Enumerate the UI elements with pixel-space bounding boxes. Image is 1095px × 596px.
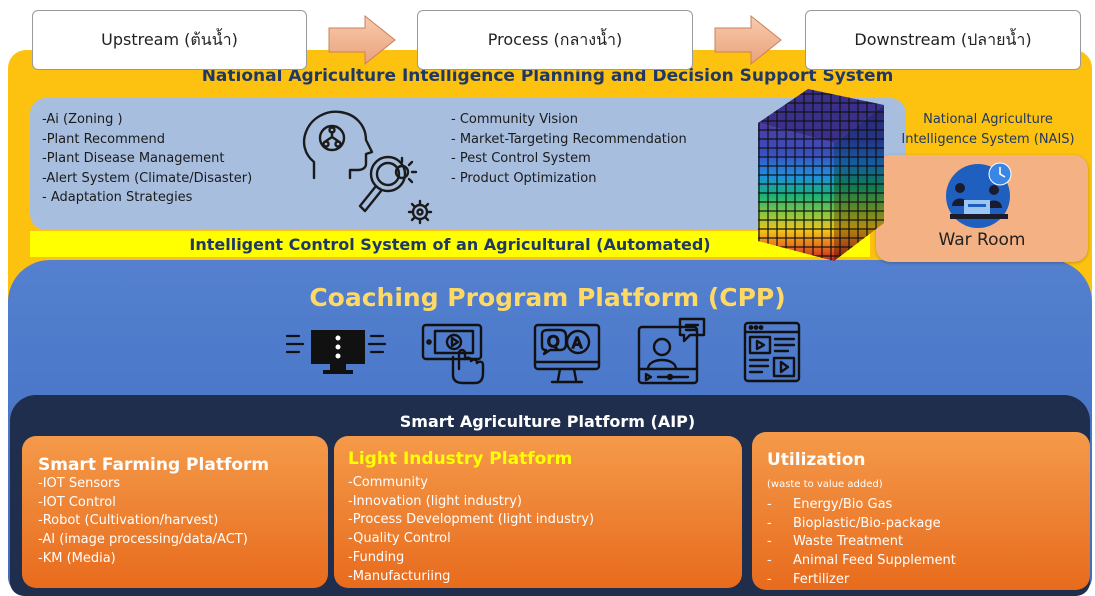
monitor-icon — [285, 330, 387, 374]
list-item: -Process Development (light industry) — [348, 512, 595, 528]
list-item: -Manufacturiing — [348, 568, 451, 584]
list-item: -IOT Control — [38, 494, 116, 510]
list-item: -Alert System (Climate/Disaster) — [42, 170, 253, 186]
list-item: -Funding — [348, 549, 405, 565]
war-room-icon — [946, 162, 1012, 228]
list-item: Energy/Bio Gas — [767, 496, 956, 515]
smart-farming-box — [22, 436, 328, 588]
qa-monitor-icon: Q A — [533, 323, 601, 384]
light-industry-title: Light Industry Platform — [348, 449, 573, 469]
list-item: -Plant Disease Management — [42, 151, 225, 166]
napds-title: National Agriculture Intelligence Planni… — [201, 66, 894, 86]
list-item: -Plant Recommend — [42, 131, 165, 147]
list-item: -IOT Sensors — [38, 476, 121, 491]
video-lecture-icon — [637, 317, 706, 385]
list-item: - Market-Targeting Recommendation — [451, 131, 687, 147]
process-box: Process (กลางน้ำ) — [417, 10, 693, 70]
upstream-label: Upstream (ต้นน้ำ) — [101, 29, 238, 49]
svg-text:A: A — [572, 334, 583, 352]
ics-title: Intelligent Control System of an Agricul… — [189, 234, 711, 254]
process-label: Process (กลางน้ำ) — [487, 29, 623, 49]
smart-farming-list: -IOT Sensors -IOT Control -Robot (Cultiv… — [38, 475, 248, 569]
list-item: -Robot (Cultivation/harvest) — [38, 513, 219, 529]
list-item: -Ai (Zoning ) — [42, 112, 123, 127]
nais-line-2: Intelligence System (NAIS) — [901, 132, 1075, 147]
list-item: - Product Optimization — [451, 170, 597, 186]
list-item: -Community — [348, 475, 428, 490]
aip-title: Smart Agriculture Platform (AIP) — [399, 412, 696, 431]
downstream-box: Downstream (ปลายน้ำ) — [805, 10, 1081, 70]
list-item: Animal Feed Supplement — [767, 552, 956, 571]
tablet-video-icon — [421, 323, 485, 385]
list-item: -KM (Media) — [38, 550, 116, 566]
left-feature-list: -Ai (Zoning ) -Plant Recommend -Plant Di… — [42, 110, 252, 208]
svg-text:Q: Q — [547, 332, 560, 351]
flow-arrow-1 — [328, 14, 396, 66]
utilization-title: Utilization — [767, 450, 866, 470]
smart-farming-title: Smart Farming Platform — [38, 455, 270, 475]
utilization-list: Energy/Bio Gas Bioplastic/Bio-package Wa… — [767, 496, 956, 590]
list-item: Bioplastic/Bio-package — [767, 515, 956, 534]
ics-bar: Intelligent Control System of an Agricul… — [30, 231, 870, 257]
media-browser-icon — [743, 321, 801, 383]
magnifier-gear-icon — [358, 155, 433, 225]
flow-arrow-2 — [714, 14, 782, 66]
light-industry-list: -Community -Innovation (light industry) … — [348, 474, 594, 586]
list-item: -Innovation (light industry) — [348, 493, 522, 509]
nais-label: National Agriculture Intelligence System… — [888, 110, 1088, 150]
nais-line-1: National Agriculture — [923, 112, 1053, 127]
list-item: Fertilizer — [767, 571, 956, 590]
light-industry-box — [334, 436, 742, 588]
upstream-box: Upstream (ต้นน้ำ) — [32, 10, 307, 70]
cpp-title: Coaching Program Platform (CPP) — [309, 283, 786, 312]
right-feature-list: - Community Vision - Market-Targeting Re… — [451, 110, 687, 188]
list-item: -Quality Control — [348, 531, 451, 547]
list-item: Waste Treatment — [767, 533, 956, 552]
war-room-label: War Room — [938, 230, 1026, 250]
list-item: -AI (image processing/data/ACT) — [38, 532, 248, 548]
list-item: - Pest Control System — [451, 151, 591, 166]
utilization-subtitle: (waste to value added) — [767, 479, 883, 490]
list-item: - Adaptation Strategies — [42, 190, 193, 205]
downstream-label: Downstream (ปลายน้ำ) — [854, 29, 1032, 49]
ai-head-icon — [302, 110, 374, 180]
list-item: - Community Vision — [451, 112, 578, 127]
data-cube-graphic — [758, 89, 884, 261]
